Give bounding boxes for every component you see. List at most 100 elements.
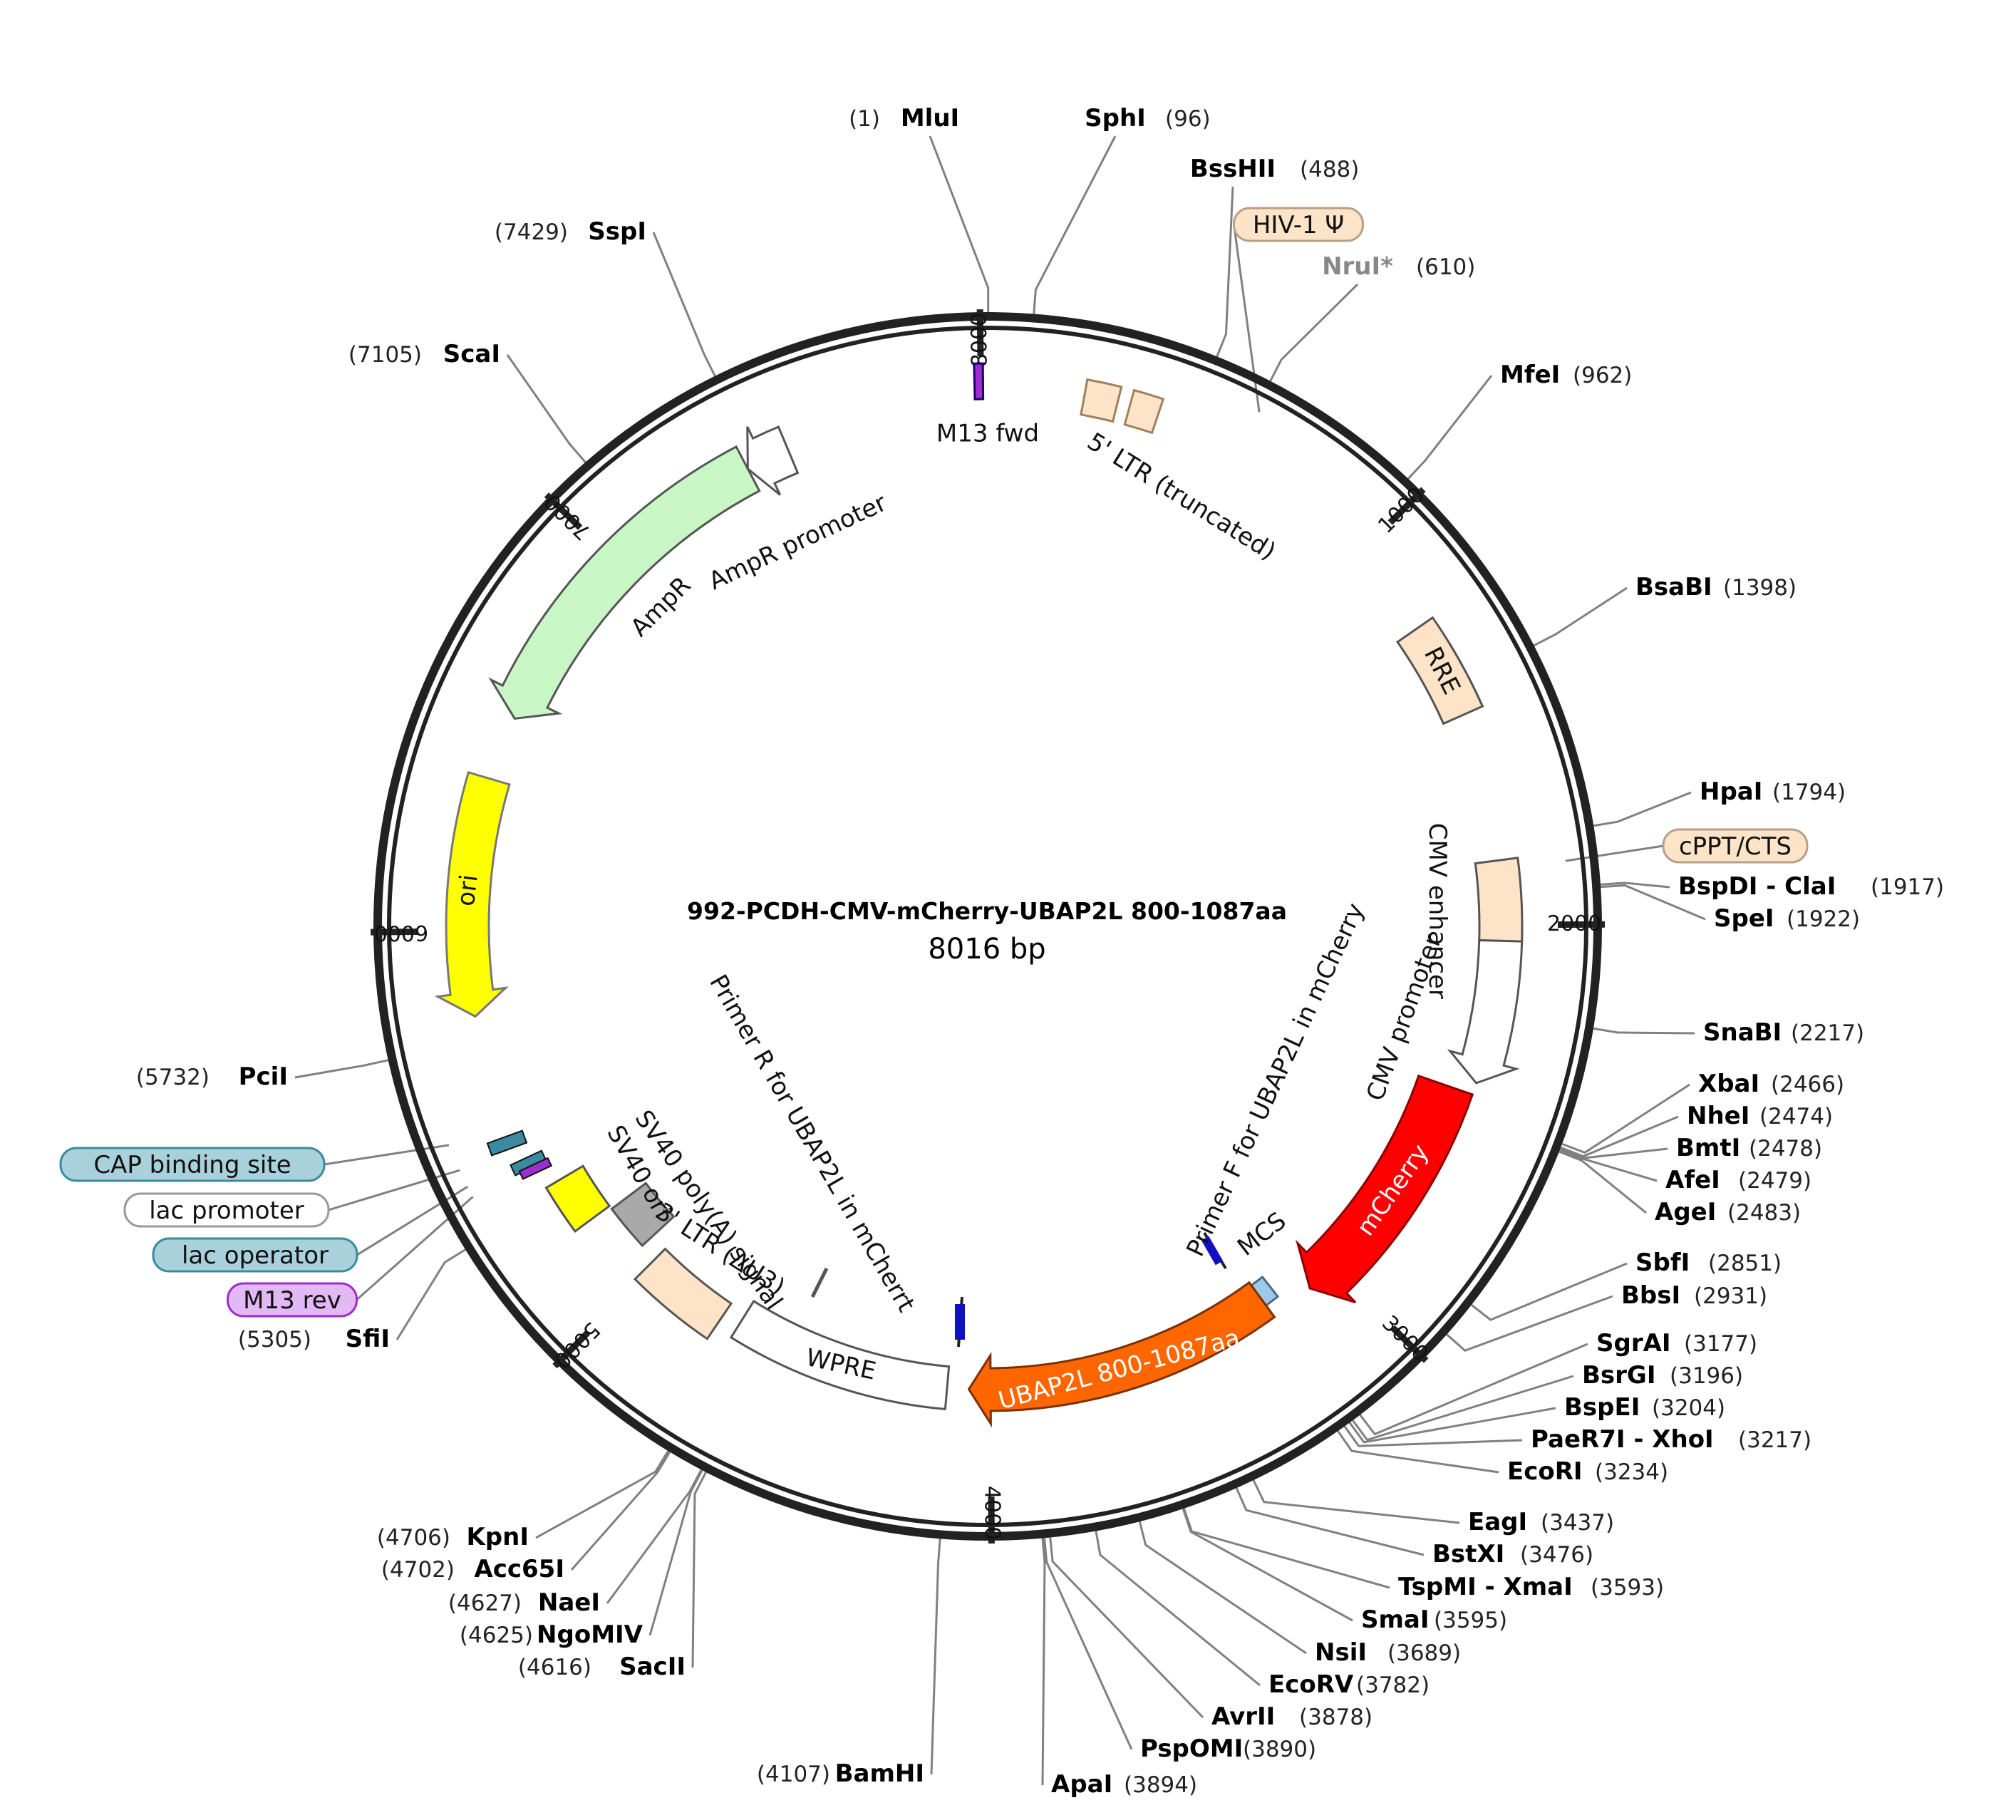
site-name[interactable]: SnaBI <box>1703 1018 1782 1047</box>
site-name[interactable]: SphI <box>1085 104 1146 133</box>
site-name[interactable]: MluI <box>901 104 959 133</box>
site-name[interactable]: PciI <box>239 1062 288 1091</box>
site-name[interactable]: NruI* <box>1322 252 1393 281</box>
site-eagi[interactable]: EagI(3437) <box>1468 1508 1614 1536</box>
site-sfii[interactable]: SfiI(5305) <box>238 1325 390 1353</box>
site-name[interactable]: BmtI <box>1676 1134 1740 1162</box>
site-name[interactable]: TspMI - XmaI <box>1398 1573 1573 1601</box>
site-leader <box>1252 1479 1460 1524</box>
site-name[interactable]: ScaI <box>443 340 500 368</box>
site-bsshii[interactable]: BssHII(488) <box>1190 155 1359 183</box>
site-name[interactable]: NsiI <box>1315 1638 1367 1667</box>
feature-rre <box>1395 616 1484 725</box>
site-name[interactable]: EcoRV <box>1268 1670 1354 1699</box>
site-name[interactable]: BspDI - ClaI <box>1678 872 1836 901</box>
pill-cap-binding-site[interactable]: CAP binding site <box>59 1147 326 1182</box>
pill-lac-operator[interactable]: lac operator <box>152 1237 358 1273</box>
site-mlui[interactable]: MluI(1) <box>849 104 959 133</box>
site-nhei[interactable]: NheI(2474) <box>1687 1102 1833 1130</box>
pill-cppt-cts[interactable]: cPPT/CTS <box>1662 828 1809 864</box>
site-name[interactable]: PaeR7I - XhoI <box>1531 1425 1714 1454</box>
site-position: (96) <box>1165 106 1211 132</box>
feature-3-ltr-u3 <box>633 1247 733 1340</box>
site-acc65i[interactable]: Acc65I(4702) <box>381 1555 564 1583</box>
site-name[interactable]: NaeI <box>538 1588 600 1617</box>
site-name[interactable]: HpaI <box>1700 777 1762 806</box>
site-name[interactable]: Acc65I <box>474 1555 564 1583</box>
site-snabi[interactable]: SnaBI (2217) <box>1703 1018 1864 1047</box>
site-name[interactable]: SbfI <box>1635 1248 1690 1277</box>
site-pspomi[interactable]: PspOMI(3890) <box>1140 1734 1316 1763</box>
site-paer7i-xhoi[interactable]: PaeR7I - XhoI(3217) <box>1531 1425 1811 1454</box>
site-sspi[interactable]: SspI(7429) <box>495 217 646 246</box>
site-ecorv[interactable]: EcoRV(3782) <box>1268 1670 1430 1699</box>
site-name[interactable]: EagI <box>1468 1508 1527 1536</box>
site-name[interactable]: SmaI <box>1361 1606 1430 1634</box>
site-name[interactable]: SfiI <box>346 1325 390 1353</box>
site-name[interactable]: BssHII <box>1190 155 1276 183</box>
site-name[interactable]: NgoMIV <box>537 1620 643 1649</box>
site-name[interactable]: BspEI <box>1564 1393 1640 1422</box>
site-name[interactable]: NheI <box>1687 1102 1749 1130</box>
site-name[interactable]: KpnI <box>466 1523 529 1551</box>
site-position: (2217) <box>1791 1020 1864 1046</box>
site-spei[interactable]: SpeI(1922) <box>1714 904 1860 933</box>
site-sacii[interactable]: SacII(4616) <box>518 1653 686 1681</box>
site-bsabi[interactable]: BsaBI(1398) <box>1635 573 1797 601</box>
site-kpni[interactable]: KpnI(4706) <box>377 1523 529 1551</box>
site-name[interactable]: ApaI <box>1051 1770 1112 1799</box>
site-name[interactable]: BstXI <box>1432 1540 1504 1568</box>
site-name[interactable]: BamHI <box>835 1759 924 1788</box>
site-mfei[interactable]: MfeI(962) <box>1500 361 1632 389</box>
site-name[interactable]: SspI <box>588 217 646 246</box>
site-name[interactable]: BsrGI <box>1582 1361 1655 1390</box>
pill-lac-promoter[interactable]: lac promoter <box>123 1192 330 1228</box>
site-name[interactable]: AgeI <box>1655 1198 1716 1226</box>
site-name[interactable]: MfeI <box>1500 361 1560 389</box>
site-ecori[interactable]: EcoRI(3234) <box>1507 1457 1668 1486</box>
pill-background <box>123 1192 330 1228</box>
site-apai[interactable]: ApaI(3894) <box>1051 1770 1197 1799</box>
site-smai[interactable]: SmaI(3595) <box>1361 1606 1507 1634</box>
feature-ampr-promoter <box>746 425 800 496</box>
primer-r <box>810 1267 965 1348</box>
pill-m13-rev[interactable]: M13 rev <box>227 1282 358 1318</box>
site-name[interactable]: BsaBI <box>1635 573 1712 601</box>
site-bmti[interactable]: BmtI(2478) <box>1676 1134 1822 1162</box>
site-avrii[interactable]: AvrII(3878) <box>1211 1702 1373 1731</box>
site-sphi[interactable]: SphI (96) <box>1085 104 1210 133</box>
site-pcii[interactable]: PciI(5732) <box>136 1062 288 1091</box>
site-bstxi[interactable]: BstXI(3476) <box>1432 1540 1593 1568</box>
site-bbsi[interactable]: BbsI(2931) <box>1621 1281 1767 1310</box>
feature-sv40-ori <box>544 1164 611 1234</box>
site-bamhi[interactable]: BamHI(4107) <box>757 1759 924 1788</box>
site-name[interactable]: BbsI <box>1621 1281 1680 1310</box>
site-afei[interactable]: AfeI(2479) <box>1665 1166 1811 1194</box>
site-name[interactable]: SacII <box>619 1653 686 1681</box>
site-bsrgi[interactable]: BsrGI(3196) <box>1582 1361 1743 1390</box>
site-ngomiv[interactable]: NgoMIV(4625) <box>460 1620 643 1649</box>
site-bspei[interactable]: BspEI(3204) <box>1564 1393 1725 1422</box>
site-scai[interactable]: ScaI(7105) <box>348 340 500 368</box>
site-sgrai[interactable]: SgrAI(3177) <box>1596 1329 1757 1358</box>
site-name[interactable]: AvrII <box>1211 1702 1275 1731</box>
site-xbai[interactable]: XbaI(2466) <box>1698 1070 1844 1098</box>
site-nsii[interactable]: NsiI(3689) <box>1315 1638 1461 1667</box>
feature-ori <box>434 770 511 1018</box>
pill-hiv-1[interactable]: HIV-1 Ψ <box>1233 207 1364 242</box>
site-name[interactable]: PspOMI <box>1140 1734 1243 1763</box>
tick-1000 <box>1387 487 1426 525</box>
site-agei[interactable]: AgeI(2483) <box>1655 1198 1801 1226</box>
site-name[interactable]: XbaI <box>1698 1070 1759 1098</box>
site-tspmi-xmai[interactable]: TspMI - XmaI(3593) <box>1398 1573 1664 1601</box>
site-name[interactable]: AfeI <box>1665 1166 1720 1194</box>
site-position: (3782) <box>1356 1672 1430 1698</box>
site-sbfi[interactable]: SbfI(2851) <box>1635 1248 1782 1277</box>
site-bspdi-clai[interactable]: BspDI - ClaI(1917) <box>1678 872 1944 901</box>
site-name[interactable]: EcoRI <box>1507 1457 1583 1486</box>
site-naei[interactable]: NaeI(4627) <box>448 1588 600 1617</box>
site-name[interactable]: SpeI <box>1714 904 1774 933</box>
site-name[interactable]: SgrAI <box>1596 1329 1671 1358</box>
site-hpai[interactable]: HpaI(1794) <box>1700 777 1846 806</box>
site-nrui[interactable]: NruI*(610) <box>1322 252 1475 281</box>
